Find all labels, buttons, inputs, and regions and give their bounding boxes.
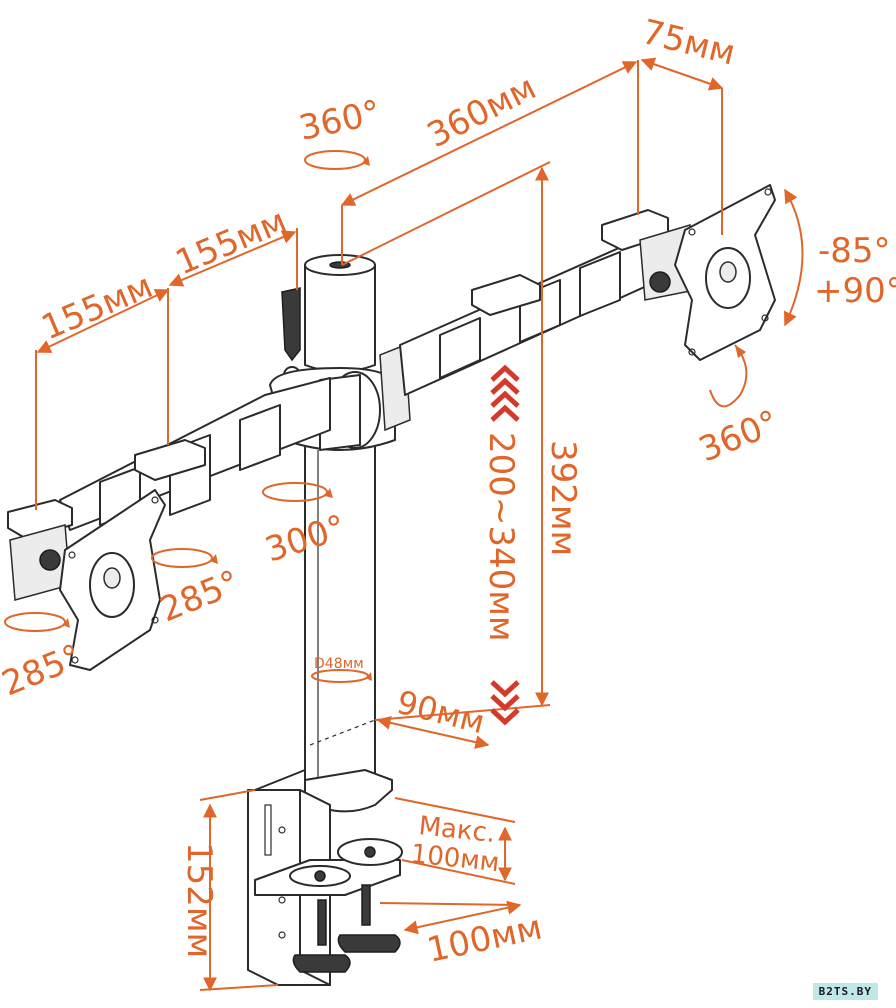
label-tilt-up: +90° [814, 271, 896, 311]
watermark-badge: B2TS.BY [812, 983, 878, 1000]
right-vesa-plate [674, 184, 776, 361]
label-swivel-b: 285° [0, 637, 87, 705]
label-tilt-down: -85° [818, 231, 891, 271]
left-vesa-plate [59, 489, 166, 671]
label-segment-b: 155мм [36, 266, 159, 348]
label-arm-length: 360мм [421, 68, 543, 156]
label-rot-top: 360° [296, 93, 384, 149]
left-arm [7, 377, 331, 601]
dimension-lines [35, 57, 804, 992]
label-pole-height: 392мм [543, 440, 583, 556]
label-clamp-depth: 90мм [393, 683, 489, 741]
height-range-chevrons [490, 364, 520, 726]
right-arm [399, 209, 696, 396]
label-clamp-width: 100мм [424, 908, 546, 971]
top-column [281, 254, 376, 384]
label-pole-diameter: D48мм [314, 656, 364, 672]
label-clamp-height: 152мм [179, 842, 219, 958]
pole [304, 439, 376, 809]
label-segment-a: 155мм [170, 201, 293, 283]
label-height-range: 200~340мм [481, 432, 521, 642]
mount-drawing [7, 184, 776, 986]
desk-clamp [247, 769, 403, 986]
label-rot-right: 360° [693, 403, 784, 471]
rotation-indicators [4, 150, 748, 683]
label-swivel-a: 285° [154, 563, 245, 631]
